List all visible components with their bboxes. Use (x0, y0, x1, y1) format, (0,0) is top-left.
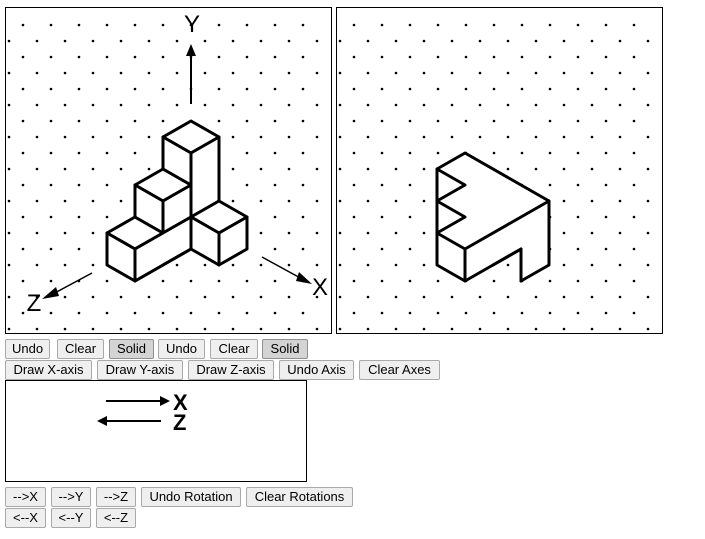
rotation-arrow-left-icon (97, 416, 161, 426)
clear-rotations-button[interactable]: Clear Rotations (246, 487, 353, 507)
x-axis-label: X (312, 274, 328, 301)
y-axis-arrow (186, 44, 196, 104)
left-isometric-canvas[interactable]: Y X Z (5, 7, 332, 334)
left-clear-button[interactable]: Clear (57, 339, 104, 359)
rotate-negative-y-button[interactable]: <--Y (51, 508, 91, 528)
rotation-entry-axis: X (173, 390, 188, 415)
isometric-solid-drawing (105, 119, 249, 283)
undo-axis-button[interactable]: Undo Axis (279, 360, 354, 380)
left-solid-toggle[interactable]: Solid (109, 339, 154, 359)
rotate-positive-y-button[interactable]: -->Y (51, 487, 91, 507)
x-axis-arrow (261, 256, 312, 284)
y-axis-label: Y (184, 11, 200, 38)
z-axis-arrow (42, 272, 93, 299)
right-clear-button[interactable]: Clear (210, 339, 258, 359)
rotate-negative-x-button[interactable]: <--X (5, 508, 46, 528)
rotated-solid-drawing (435, 151, 551, 283)
rotate-positive-x-button[interactable]: -->X (5, 487, 46, 507)
rotation-arrow-right-icon (106, 396, 170, 406)
isometric-dot-grid (338, 23, 650, 331)
z-axis-label: Z (27, 290, 42, 317)
right-undo-button[interactable]: Undo (158, 339, 205, 359)
right-isometric-canvas[interactable] (336, 7, 663, 334)
undo-rotation-button[interactable]: Undo Rotation (141, 487, 241, 507)
rotate-positive-z-button[interactable]: -->Z (96, 487, 136, 507)
right-solid-toggle[interactable]: Solid (262, 339, 308, 359)
draw-z-axis-button[interactable]: Draw Z-axis (188, 360, 274, 380)
draw-x-axis-button[interactable]: Draw X-axis (5, 360, 92, 380)
rotation-entry-axis: Z (173, 410, 186, 435)
left-undo-button[interactable]: Undo (5, 339, 50, 359)
clear-axes-button[interactable]: Clear Axes (359, 360, 440, 380)
draw-y-axis-button[interactable]: Draw Y-axis (97, 360, 183, 380)
rotate-negative-z-button[interactable]: <--Z (96, 508, 136, 528)
rotation-sequence-panel: X Z (5, 380, 307, 482)
